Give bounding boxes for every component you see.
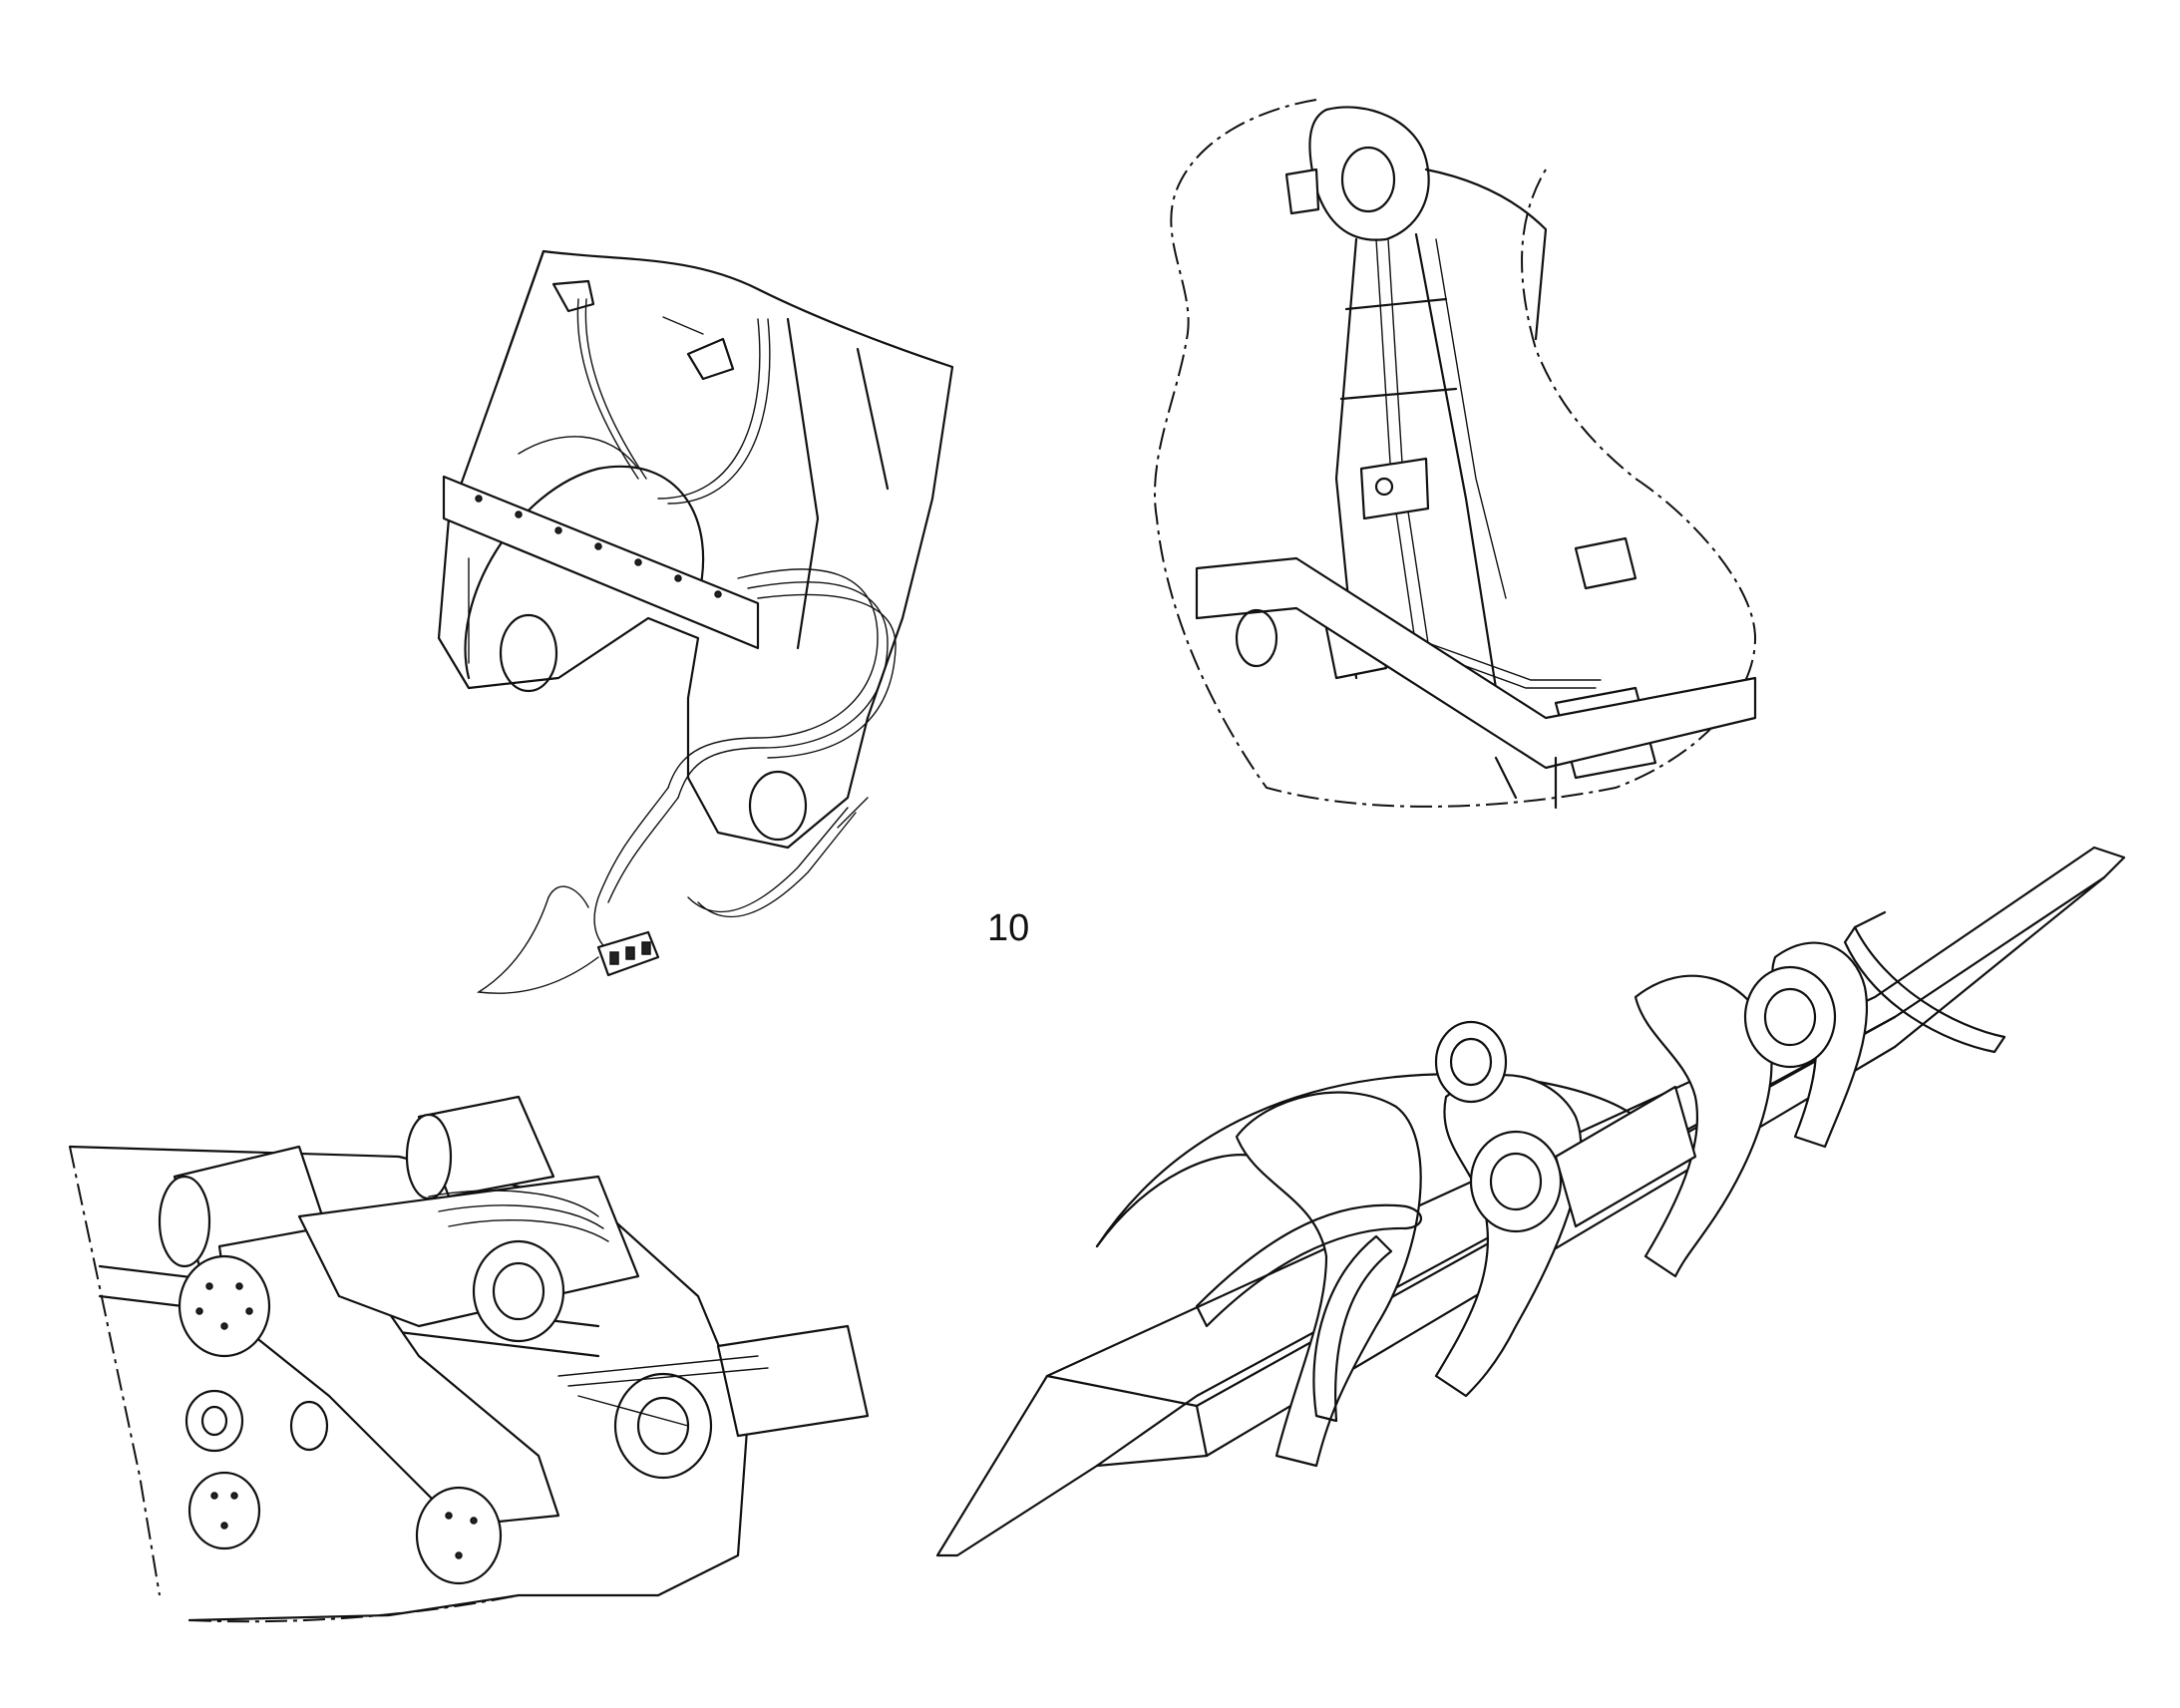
lower-cap-bolts [445, 1512, 478, 1559]
end-cap-bolts [195, 1282, 253, 1330]
bucket-hinge-bracket-view [935, 846, 2126, 1557]
quick-coupler-linkage-view [68, 1095, 870, 1623]
figure-number: 10 [987, 907, 1030, 949]
valve-ports [609, 941, 651, 965]
arm-hose-routing-view [1153, 99, 1757, 810]
boom-hose-routing-view [437, 249, 954, 994]
bar-bolts [475, 495, 722, 598]
boss-bolts [210, 1492, 238, 1530]
